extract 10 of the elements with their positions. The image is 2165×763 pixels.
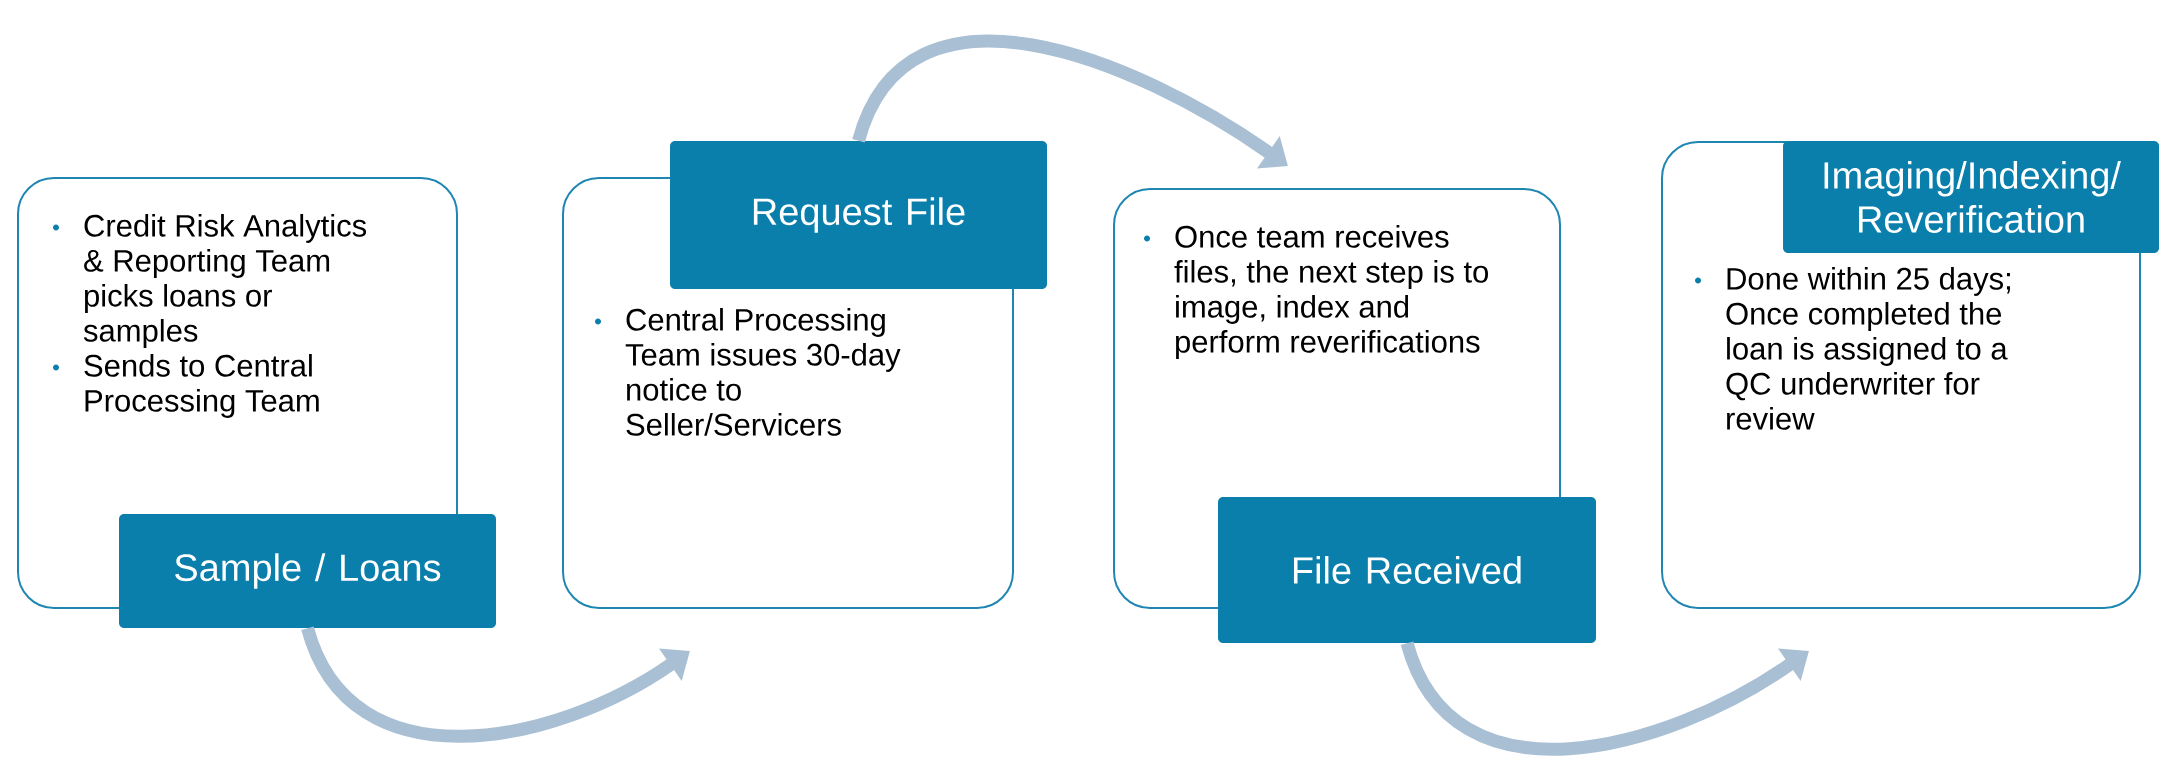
- curved-arrow: [301, 625, 690, 743]
- bullet-item: Done within 25 days; Once completed the loan is assigned to a QC underwriter for review: [1695, 267, 2010, 430]
- title-box: Request File: [670, 141, 1047, 289]
- bullet-item: Central Processing Team issues 30-day notice to Seller/Servicers: [595, 308, 901, 436]
- bullet-item: Sends to Central Processing Team: [53, 354, 319, 418]
- title-box: File Received: [1218, 497, 1596, 643]
- bullet-item: Credit Risk Analytics & Reporting Team picks loans or samples: [53, 214, 367, 348]
- bullet-item: Once team receives files, the next step is to image, index and perform reverifications: [1144, 225, 1488, 359]
- curved-arrow: [1400, 640, 1809, 756]
- title-box: Sample / Loans: [119, 514, 496, 628]
